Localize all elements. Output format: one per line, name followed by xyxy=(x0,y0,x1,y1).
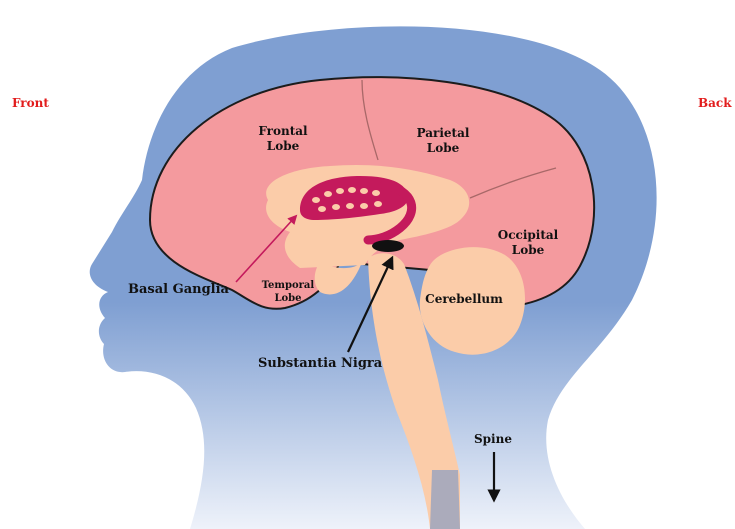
occipital-lobe-label: Occipital Lobe xyxy=(492,228,564,258)
frontal-lobe-label: Frontal Lobe xyxy=(248,124,318,154)
basal-ganglia-spot xyxy=(312,197,320,203)
substantia-nigra-shape xyxy=(372,240,404,252)
front-label: Front xyxy=(12,96,49,111)
basal-ganglia-spot xyxy=(360,188,368,194)
temporal-lobe-label: Temporal Lobe xyxy=(256,280,320,305)
spinal-cord-blue-tail xyxy=(430,470,460,529)
basal-ganglia-spot xyxy=(324,191,332,197)
spine-label: Spine xyxy=(474,432,512,447)
back-label: Back xyxy=(698,96,732,111)
basal-ganglia-spot xyxy=(332,204,340,210)
basal-ganglia-spot xyxy=(336,188,344,194)
substantia-nigra-label: Substantia Nigra xyxy=(258,356,382,372)
basal-ganglia-spot xyxy=(346,203,354,209)
basal-ganglia-spot xyxy=(360,203,368,209)
basal-ganglia-spot xyxy=(372,190,380,196)
parietal-lobe-label: Parietal Lobe xyxy=(408,126,478,156)
basal-ganglia-spot xyxy=(374,201,382,207)
basal-ganglia-spot xyxy=(318,206,326,212)
basal-ganglia-label: Basal Ganglia xyxy=(128,282,229,298)
cerebellum-label: Cerebellum xyxy=(414,292,514,307)
basal-ganglia-spot xyxy=(348,187,356,193)
